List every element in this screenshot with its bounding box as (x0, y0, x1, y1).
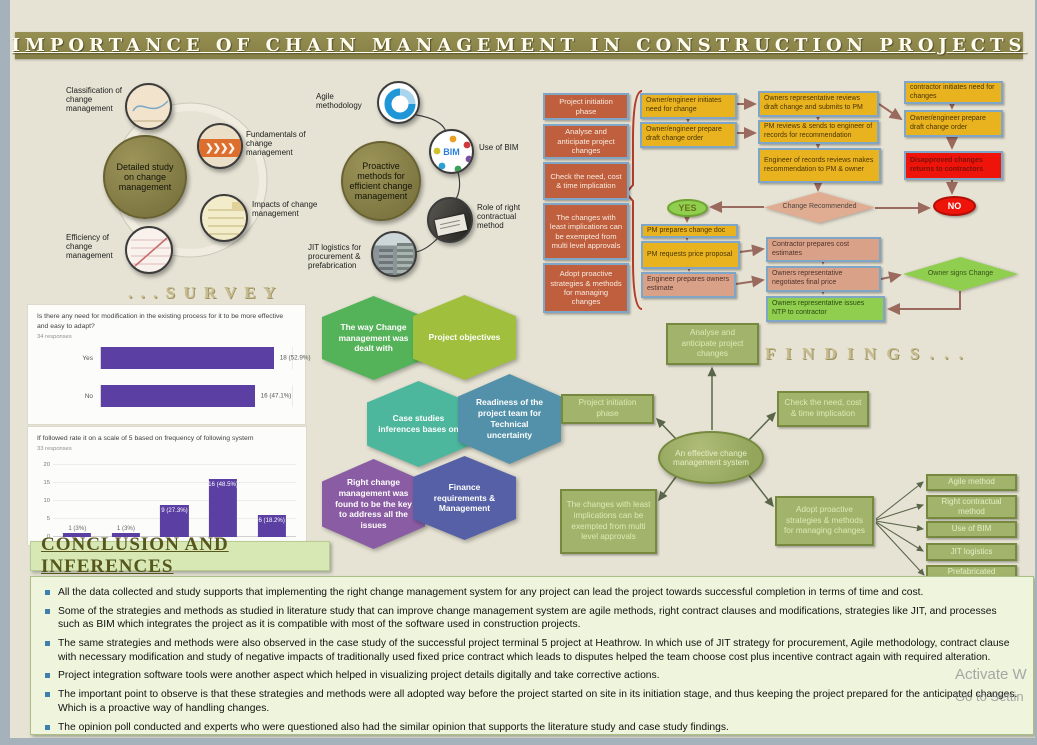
hexagon-readiness: Readiness of the project team for Techni… (458, 374, 561, 464)
bullet-marker (45, 641, 50, 647)
flow-box-cost-estimates: Contractor prepares cost estimates (766, 237, 881, 262)
flow-box-negotiates-price: Owners representative negotiates final p… (766, 266, 881, 292)
conclusion-panel: All the data collected and study support… (30, 576, 1034, 735)
methods-cycle-label: Use of BIM (479, 143, 519, 152)
flow-box-owners-estimate: Engineer prepares owners estimate (641, 272, 736, 298)
decision-no: NO (933, 196, 976, 216)
hexagon-objectives: Project objectives (413, 295, 516, 380)
study-cycle-label: Classification of change management (66, 86, 123, 114)
conclusion-bullet: The same strategies and methods were als… (41, 637, 1019, 664)
bim-icon-text: BIM (443, 146, 460, 157)
findings-method-bim: Use of BIM (926, 521, 1017, 538)
findings-node-initiation: Project initiation phase (561, 394, 654, 424)
bar-col: 16 (48.5%)4 (199, 465, 248, 553)
impacts-document-icon (200, 194, 248, 242)
conclusion-heading: CONCLUSION AND INFERENCES (41, 534, 229, 577)
flowchart-connectors (681, 97, 961, 315)
hexagon-right-change: Right change management was found to be … (322, 459, 425, 549)
y-axis: 20 15 10 5 0 (43, 462, 50, 540)
bar-row: No 16 (47.1%) (37, 385, 293, 407)
findings-method-contractual: Right contractual method (926, 495, 1017, 519)
conclusion-bullet: The opinion poll conducted and experts w… (41, 721, 1019, 735)
classification-chart-icon (125, 83, 172, 130)
flow-box-initiates-need: Owner/engineer initiates need for change (640, 93, 737, 119)
flow-box-engineer-records: Engineer of records reviews makes recomm… (758, 148, 881, 183)
bar-yes (101, 347, 274, 369)
flow-box-pm-change-doc: PM prepares change doc (641, 224, 738, 238)
findings-node-analyse: Analyse and anticipate project changes (666, 323, 759, 365)
hexagon-finance: Finance requirements & Management (413, 456, 516, 540)
windows-activation-watermark: Activate W Go to Settin (955, 666, 1027, 704)
bar-plot: 20 15 10 5 0 1 (3%)1 1 (3%)2 9 (27.3%)3 … (38, 462, 296, 555)
methods-cycle-label: Agile methodology (316, 92, 362, 111)
conclusion-bullet: The important point to observe is that t… (41, 688, 1019, 715)
findings-node-exemptions: The changes with least implications can … (560, 489, 657, 554)
flow-box-pm-reviews: PM reviews & sends to engineer of record… (758, 120, 879, 144)
decision-yes: YES (667, 199, 708, 217)
conclusion-bullet: Some of the strategies and methods as st… (41, 605, 1019, 632)
findings-method-jit: JIT logistics (926, 543, 1017, 561)
conclusion-bullet: Project integration software tools were … (41, 669, 1019, 683)
flow-box-ntp: Owners representative issues NTP to cont… (766, 296, 885, 322)
title-banner: IMPORTANCE OF CHAIN MANAGEMENT IN CONSTR… (12, 32, 1023, 59)
bullet-marker (45, 590, 50, 595)
flow-box-disapproved: Disapproved changes returns to contracto… (904, 151, 1003, 180)
chart-title: If followed rate it on a scale of 5 base… (37, 435, 254, 442)
decision-owner-signs: Owner signs Change (903, 257, 1018, 291)
survey-heading: . . . S U R V E Y (128, 283, 278, 302)
bar-col: 9 (27.3%)3 (150, 465, 199, 553)
conclusion-heading-box: CONCLUSION AND INFERENCES (30, 534, 330, 577)
methods-cycle-center: Proactive methods for efficient change m… (341, 141, 421, 221)
flow-box-initiation: Project initiation phase (543, 93, 629, 120)
fundamentals-process-icon: ❯❯❯❯ (197, 123, 243, 169)
agile-cycle-icon (377, 81, 420, 124)
page-title: IMPORTANCE OF CHAIN MANAGEMENT IN CONSTR… (11, 35, 1027, 56)
study-cycle-label: Efficiency of change management (66, 233, 113, 261)
conclusion-bullet: All the data collected and study support… (41, 586, 1019, 600)
connector-lines (112, 90, 961, 576)
methods-cycle-label: Role of right contractual method (477, 203, 521, 231)
flow-box-adopt-proactive: Adopt proactive strategies & methods for… (543, 263, 629, 313)
bullet-marker (45, 692, 50, 698)
flow-box-contractor-initiates: contractor initiates need for changes (904, 81, 1003, 104)
methods-cycle-label: JIT logistics for procurement & prefabri… (308, 243, 362, 271)
flow-box-check-need: Check the need, cost & time implication (543, 162, 629, 200)
findings-center: An effective change management system (658, 431, 764, 484)
flow-box-analyse: Analyse and anticipate project changes (543, 124, 629, 159)
flow-box-exemptions: The changes with least implications can … (543, 203, 629, 260)
survey-chart-2: If followed rate it on a scale of 5 base… (28, 427, 306, 551)
flow-box-rep-reviews: Owners representative reviews draft chan… (758, 91, 879, 117)
hexagon-dealt-with: The way Change management was dealt with (322, 296, 425, 380)
jit-prefab-building-icon (371, 231, 417, 277)
bim-icon: BIM (429, 129, 474, 174)
contract-signing-icon (427, 197, 473, 243)
findings-fan-connectors (875, 481, 925, 576)
poster: IMPORTANCE OF CHAIN MANAGEMENT IN CONSTR… (10, 0, 1035, 738)
bullet-marker (45, 673, 50, 679)
flow-box-price-proposal: PM requests price proposal (641, 241, 740, 269)
hexagon-case-studies: Case studies inferences bases on (367, 381, 470, 467)
chart-responses: 33 responses (37, 446, 72, 453)
survey-chart-1: Is there any need for modification in th… (28, 305, 311, 424)
bar-row: Yes 18 (52.9%) (37, 347, 311, 369)
bullet-marker (45, 724, 50, 730)
flow-box-contractor-draft: Owner/engineer prepare draft change orde… (904, 110, 1003, 137)
decision-change-recommended: Change Recommended (764, 192, 875, 223)
study-cycle-center: Detailed study on change management (103, 135, 187, 219)
study-cycle-label: Fundamentals of change management (246, 130, 306, 158)
study-cycle-label: Impacts of change management (252, 200, 318, 219)
chart-title: Is there any need for modification in th… (37, 313, 284, 331)
efficiency-trend-icon (125, 226, 173, 274)
bullet-marker (45, 608, 50, 614)
findings-node-adopt: Adopt proactive strategies & methods for… (775, 496, 874, 546)
chart-responses: 34 responses (37, 334, 72, 341)
findings-heading: F I N D I N G S . . . (765, 344, 966, 363)
findings-node-check-need: Check the need, cost & time implication (777, 391, 869, 427)
flow-box-draft-order: Owner/engineer prepare draft change orde… (640, 122, 737, 148)
bar-no (101, 385, 255, 407)
findings-method-agile: Agile method (926, 474, 1017, 491)
